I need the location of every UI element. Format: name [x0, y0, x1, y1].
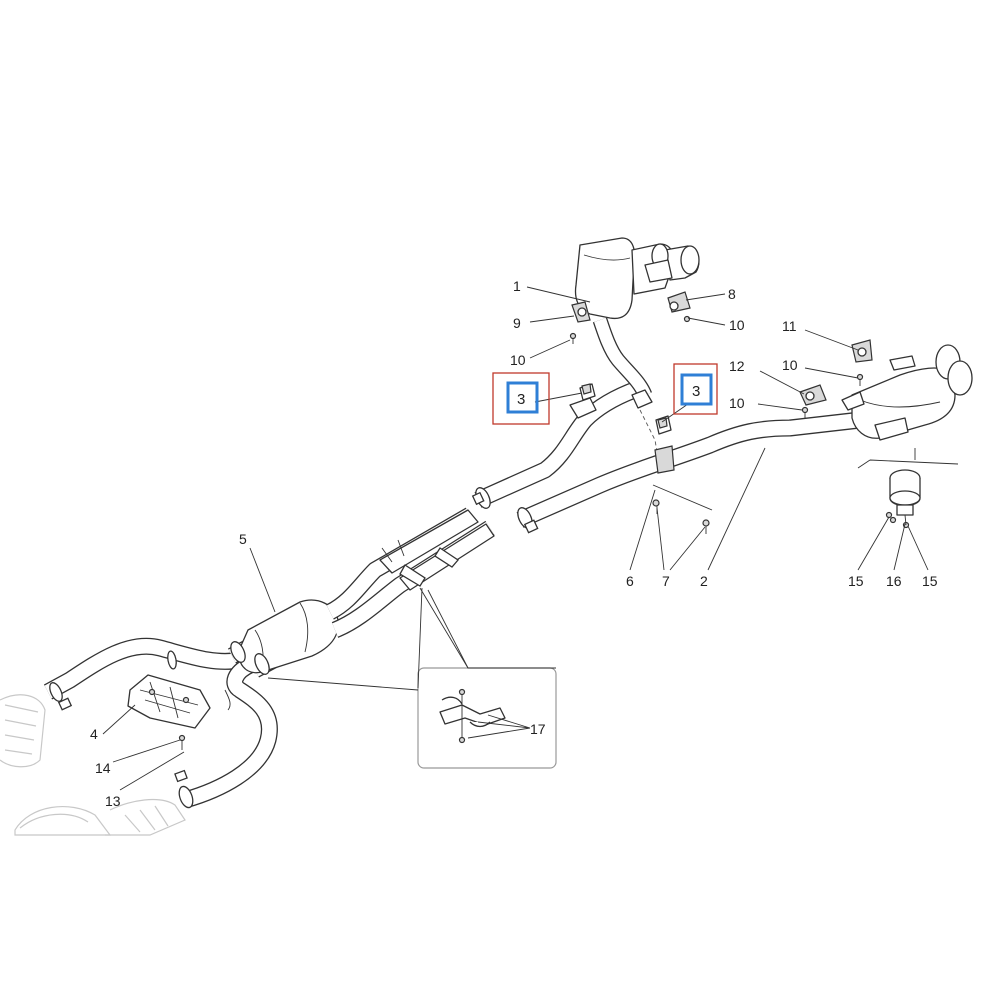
intermediate-pipes: [325, 507, 495, 638]
label-4: 4: [90, 726, 98, 742]
label-3b: 3: [692, 383, 700, 400]
bolts: [178, 315, 910, 750]
label-10a: 10: [510, 352, 526, 368]
label-15a: 15: [848, 573, 864, 589]
heat-shield: [127, 674, 211, 729]
label-9: 9: [513, 315, 521, 331]
label-8: 8: [728, 286, 736, 302]
label-6: 6: [626, 573, 634, 589]
label-12: 12: [729, 358, 745, 374]
valve-actuator: [857, 448, 959, 526]
left-tailpipe: [569, 317, 661, 471]
rear-muffler-left: [574, 237, 700, 320]
label-3a: 3: [517, 391, 525, 408]
label-17: 17: [530, 721, 546, 737]
hanger-brackets: [571, 291, 873, 534]
highlight-frame-3a: [492, 372, 550, 425]
center-pipes: [471, 379, 861, 534]
front-resonator: [228, 599, 339, 678]
downpipe-upper: [43, 637, 242, 711]
highlight-box-3b[interactable]: [680, 373, 713, 406]
label-15b: 15: [922, 573, 938, 589]
label-7: 7: [662, 573, 670, 589]
downpipe-lower: [174, 657, 278, 809]
clamp-detail-inset: [267, 587, 557, 769]
rear-muffler-right: [841, 344, 973, 441]
highlight-frame-3b: [673, 363, 718, 415]
leader-lines: [102, 286, 929, 791]
highlight-box-3a[interactable]: [506, 381, 539, 414]
label-1: 1: [513, 278, 521, 294]
label-10b: 10: [729, 317, 745, 333]
label-13: 13: [105, 793, 121, 809]
engine-ghost-outline: [0, 694, 186, 836]
label-5: 5: [239, 531, 247, 547]
label-2: 2: [700, 573, 708, 589]
label-16: 16: [886, 573, 902, 589]
label-14: 14: [95, 760, 111, 776]
label-10d: 10: [729, 395, 745, 411]
part-labels: 1 9 10 3 3 8 10 11 10 12 10 5 6 7 2 15 1…: [90, 278, 938, 809]
label-11: 11: [782, 318, 797, 334]
label-10c: 10: [782, 357, 798, 373]
